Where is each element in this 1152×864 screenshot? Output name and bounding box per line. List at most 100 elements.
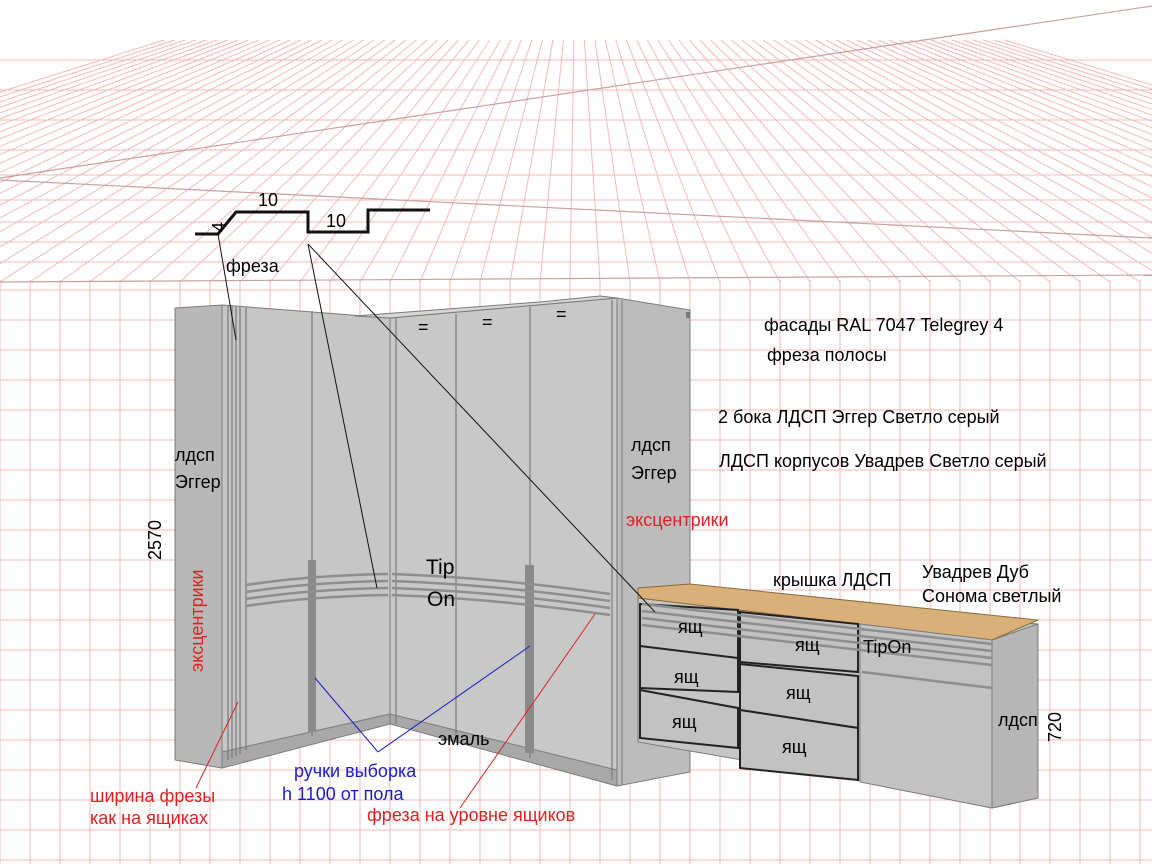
grid-line (0, 39, 207, 114)
grid-line (951, 39, 1152, 110)
grid-line (539, 39, 564, 283)
grid-line (815, 39, 1152, 224)
drawer-label-6: ящ (782, 737, 807, 757)
ldsp-egger-right-line1: лдсп (631, 435, 671, 455)
grid-line (299, 39, 480, 283)
grid-line (149, 39, 428, 283)
grid-line (888, 39, 1152, 151)
height-720-label: 720 (1045, 711, 1065, 742)
grid-line (569, 39, 575, 283)
blue-callout-lines (314, 645, 531, 753)
freza-level-note: фреза на уровне ящиков (367, 805, 576, 825)
carcass-note: ЛДСП корпусов Увадрев Светло серый (719, 451, 1047, 471)
grid-line (239, 39, 459, 283)
grid-line (329, 39, 491, 283)
grid-line (0, 39, 186, 103)
grid-line (804, 39, 1152, 239)
grid-line (930, 39, 1152, 122)
facades-note: фасады RAL 7047 Telegrey 4 (764, 315, 1004, 335)
enamel-label: эмаль (438, 729, 490, 749)
middle-wardrobe-top (354, 295, 618, 319)
middle-handle-groove (525, 565, 534, 753)
drawer-label-1: ящ (678, 617, 703, 637)
grid-line (972, 39, 1152, 100)
grid-line (0, 39, 197, 108)
left-handle-groove (308, 560, 316, 732)
right-tall-pin (686, 312, 690, 318)
drawer-label-3: ящ (674, 667, 699, 687)
grid-line (0, 39, 344, 233)
two-sides-note: 2 бока ЛДСП Эггер Светло серый (718, 407, 1000, 427)
freza-label: фреза (226, 256, 279, 276)
ldsp-egger-right-line2: Эггер (631, 463, 677, 483)
grid-line (0, 39, 249, 140)
grid-line (509, 39, 554, 283)
tipon-line1: Tip (426, 556, 455, 579)
grid-line (867, 39, 1152, 168)
freza-width-line2: как на ящиках (90, 808, 209, 828)
grid-line (89, 39, 407, 283)
grid-line (419, 39, 522, 283)
handles-note-line1: ручки выборка (294, 761, 417, 781)
height-2570-label: 2570 (145, 519, 165, 560)
equal-mark-1: = (418, 317, 429, 337)
grid-line (0, 39, 302, 184)
grid-line (941, 39, 1152, 116)
ldsp-small-label: лдсп (998, 710, 1038, 730)
countertop-label-line2: Увадрев Дуб (922, 562, 1029, 582)
grid-line (962, 39, 1152, 105)
grid-line (583, 39, 601, 283)
left-freza-stripes (245, 572, 389, 608)
grid-line (0, 39, 228, 126)
profile-dim-4: 4 (209, 221, 229, 232)
milling-profile (195, 208, 430, 236)
grid-line (209, 39, 449, 283)
countertop-label-line3: Сонома светлый (922, 586, 1062, 606)
equal-mark-3: = (556, 304, 567, 324)
grid-line (0, 39, 375, 283)
drawer-label-4: ящ (786, 683, 811, 703)
profile-dim-10-bottom: 10 (326, 211, 347, 231)
grid-line (119, 39, 417, 283)
ldsp-egger-left-line2: Эггер (175, 472, 221, 492)
grid-line (909, 39, 1152, 136)
red-callout-lines (195, 613, 596, 809)
grid-line (0, 39, 176, 98)
grid-line (825, 39, 1152, 211)
grid-line (0, 39, 333, 219)
grid-line (269, 39, 470, 283)
eccentrics-right-label: эксцентрики (626, 510, 729, 530)
grid-line (899, 39, 1152, 143)
grid-line (359, 39, 501, 283)
grid-line (993, 39, 1152, 90)
grid-line (846, 39, 1152, 188)
grid-line (0, 39, 323, 206)
freza-stripes-note: фреза полосы (767, 345, 887, 365)
tipon-line2: On (427, 588, 456, 611)
grid-line (857, 39, 1152, 177)
grid-line (29, 39, 386, 283)
profile-dim-10-top: 10 (258, 190, 279, 210)
equal-mark-2: = (482, 312, 493, 332)
grid-line (0, 39, 218, 120)
freza-width-line1: ширина фрезы (90, 786, 216, 806)
countertop-label-line1: крышка ЛДСП (773, 570, 892, 590)
grid-line (646, 39, 781, 283)
grid-line (878, 39, 1152, 159)
eccentrics-vertical-label: эксцентрики (187, 569, 207, 672)
grid-line (604, 39, 661, 283)
left-wardrobe-side (174, 304, 223, 769)
grid-line (0, 39, 270, 156)
drawer-label-2: ящ (795, 635, 820, 655)
left-wardrobe-front (221, 304, 391, 769)
grid-line (0, 39, 260, 147)
grid-line (0, 39, 312, 194)
grid-line (1004, 39, 1152, 86)
tipon-small-label: TipOn (863, 637, 912, 657)
grid-line (479, 39, 543, 283)
grid-line (983, 39, 1152, 95)
grid-line (636, 39, 751, 283)
grid-line (625, 39, 721, 283)
countertop (637, 583, 1040, 641)
grid-line (0, 39, 165, 93)
